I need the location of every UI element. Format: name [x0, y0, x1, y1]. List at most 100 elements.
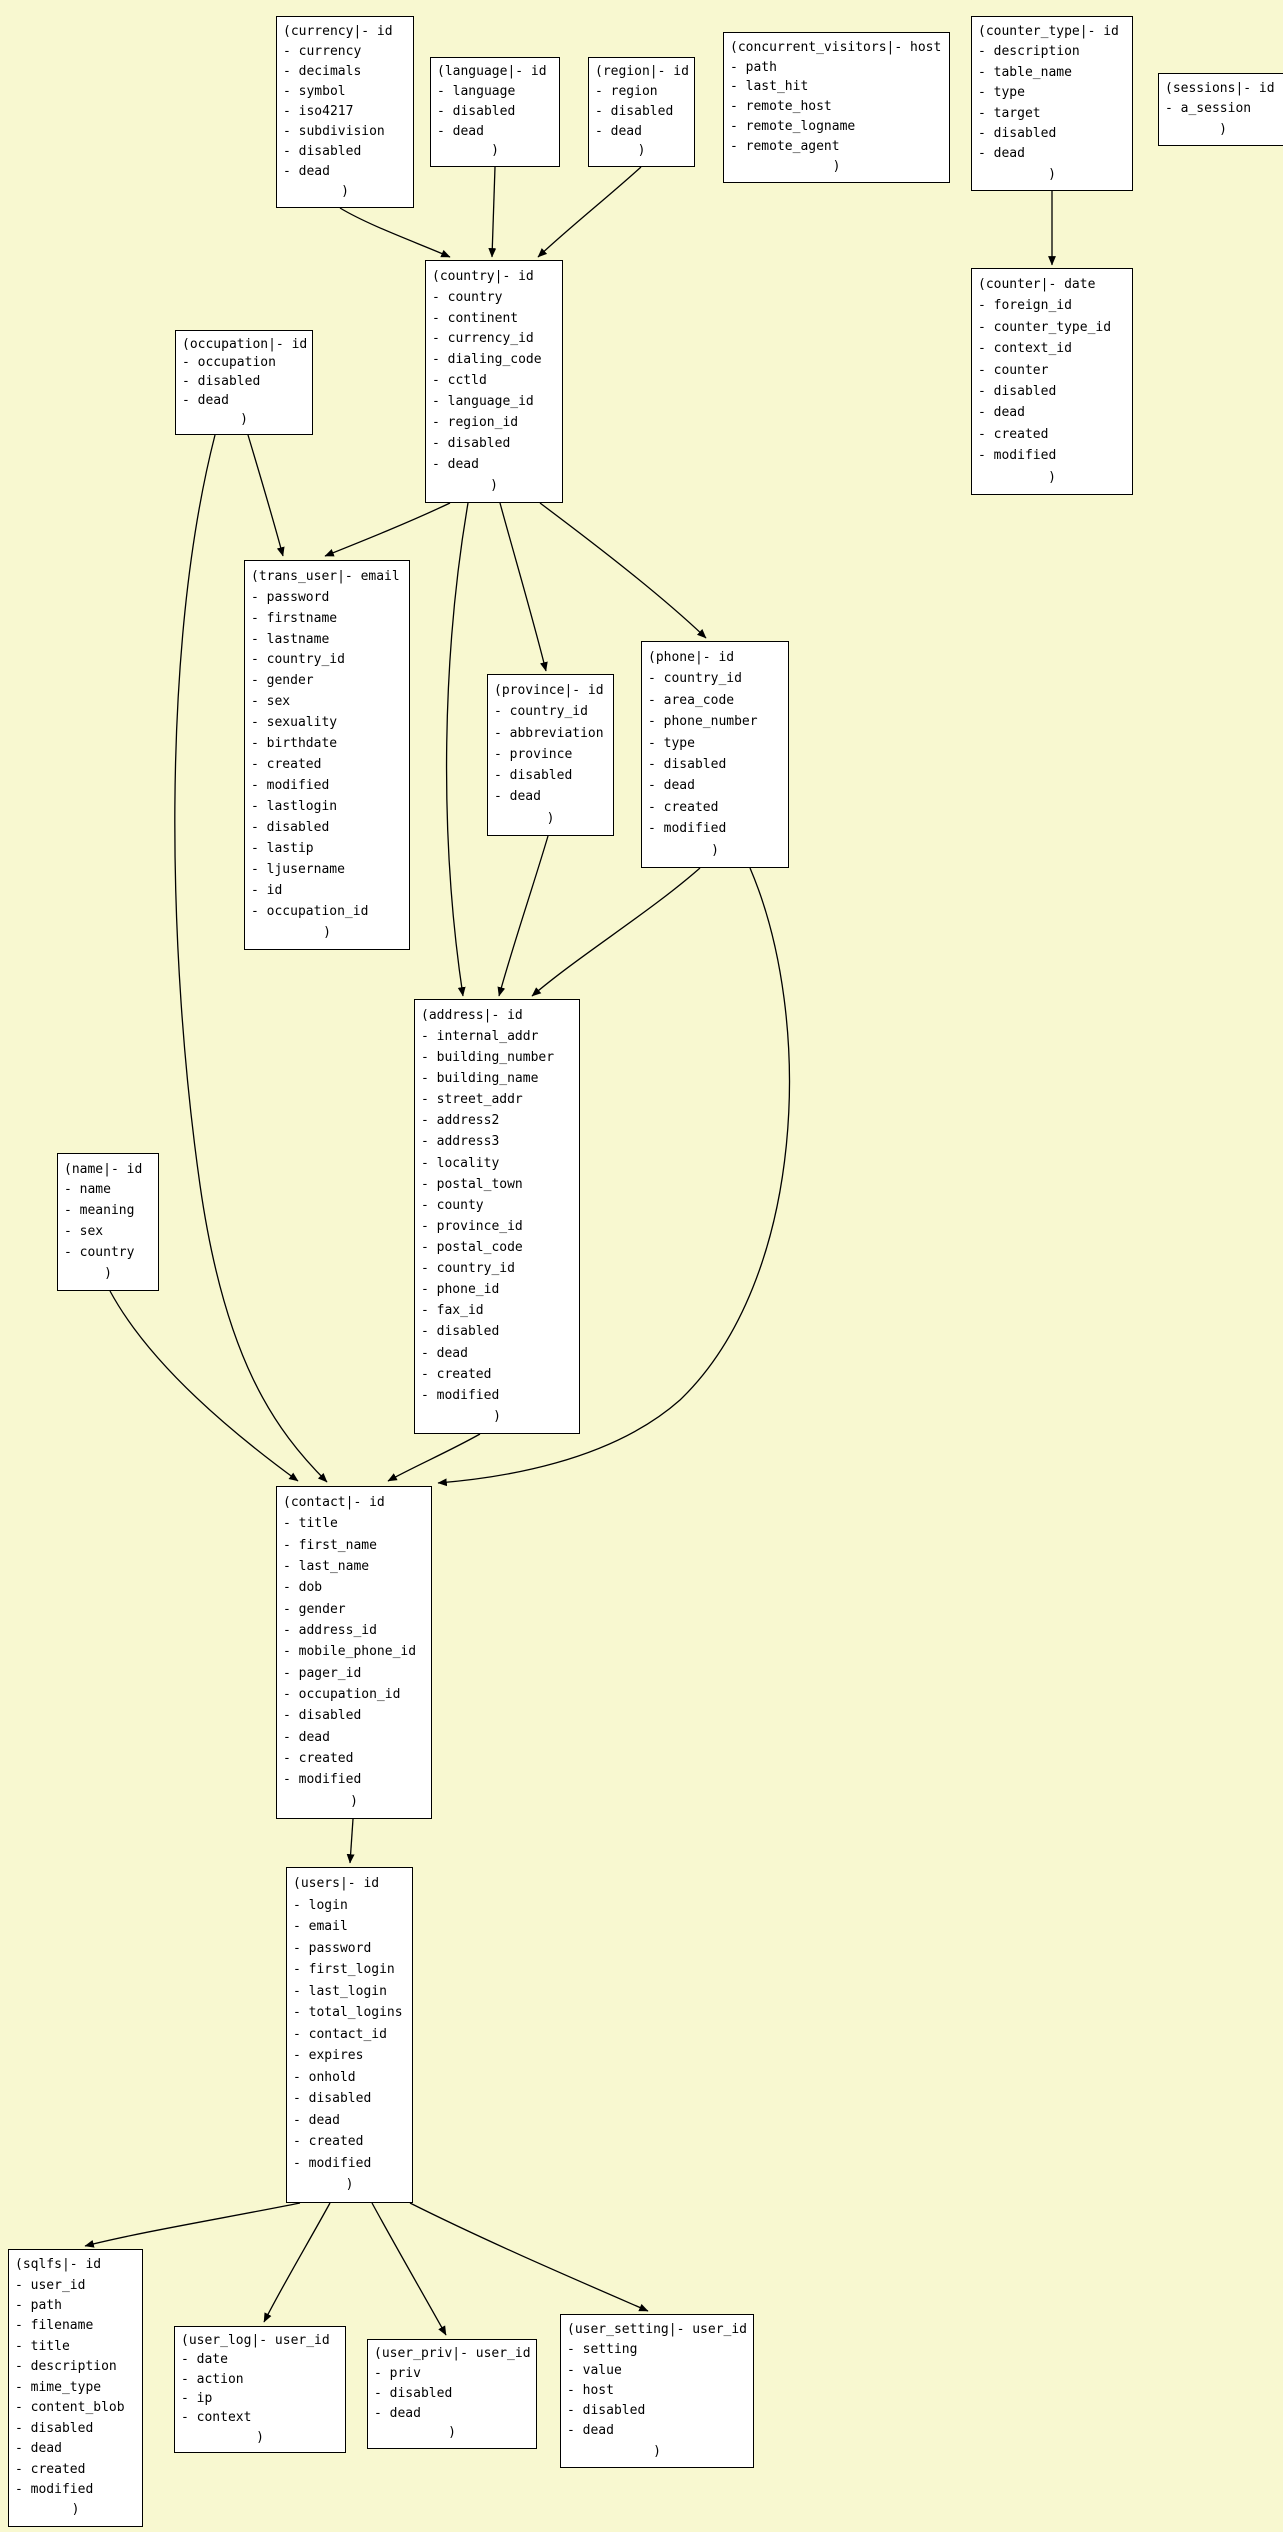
- table-close: ): [240, 412, 248, 428]
- table-field: - modified: [648, 821, 727, 837]
- table-field: - email: [293, 1919, 348, 1935]
- table-field: - target: [978, 105, 1041, 121]
- table-field: - country_id: [648, 671, 742, 687]
- edge-country-to-phone: [539, 502, 707, 639]
- table-close: ): [1048, 166, 1056, 182]
- table-field: - context_id: [978, 341, 1072, 357]
- table-header: (phone|- id: [648, 650, 735, 666]
- table-field: - disabled: [283, 1708, 362, 1724]
- table-field: - name: [64, 1182, 111, 1198]
- table-field: - dead: [648, 778, 695, 794]
- table-field: - disabled: [374, 2385, 453, 2401]
- table-close: ): [546, 810, 555, 826]
- table-field: - last_name: [283, 1559, 370, 1575]
- edge-phone-to-address: [531, 867, 701, 997]
- table-field: - description: [15, 2359, 117, 2375]
- table-field: - host: [567, 2382, 614, 2398]
- table-user_priv: (user_priv|- user_id- priv- disabled- de…: [367, 2339, 537, 2449]
- table-field: - type: [978, 85, 1025, 101]
- table-field: - dead: [595, 123, 642, 139]
- table-field: - country_id: [421, 1261, 515, 1277]
- table-field: - gender: [251, 673, 314, 689]
- table-occupation: (occupation|- id- occupation- disabled- …: [175, 330, 313, 435]
- table-field: - id: [251, 882, 283, 898]
- table-field: - disabled: [437, 103, 516, 119]
- table-field: - dead: [182, 393, 229, 409]
- table-field: - setting: [567, 2342, 638, 2358]
- table-field: - cctld: [432, 373, 487, 389]
- table-field: - title: [283, 1516, 338, 1532]
- table-field: - disabled: [421, 1324, 500, 1340]
- table-field: - subdivision: [283, 123, 385, 139]
- table-field: - address_id: [283, 1623, 377, 1638]
- table-field: - path: [15, 2298, 62, 2314]
- table-field: - disabled: [494, 768, 573, 784]
- table-field: - table_name: [978, 64, 1072, 80]
- table-user_setting: (user_setting|- user_id- setting- value-…: [560, 2314, 754, 2468]
- table-field: - disabled: [567, 2403, 646, 2419]
- table-field: - created: [251, 757, 322, 773]
- table-field: - created: [15, 2461, 86, 2477]
- table-field: - first_name: [283, 1537, 377, 1553]
- edge-users-to-user_priv: [371, 2202, 447, 2336]
- table-field: - birthdate: [251, 736, 338, 752]
- table-field: - path: [730, 59, 777, 75]
- table-field: - phone_id: [421, 1282, 500, 1298]
- table-field: - expires: [293, 2048, 364, 2064]
- table-field: - last_login: [293, 1983, 387, 1999]
- table-field: - modified: [978, 448, 1057, 464]
- table-contact: (contact|- id- title- first_name- last_n…: [276, 1486, 432, 1819]
- table-field: - created: [293, 2134, 364, 2150]
- table-field: - mobile_phone_id: [283, 1644, 417, 1660]
- table-close: ): [1219, 121, 1227, 137]
- edge-region-to-country: [537, 166, 642, 258]
- table-header: (concurrent_visitors|- host: [730, 39, 942, 55]
- table-field: - disabled: [648, 757, 727, 773]
- table-field: - dead: [293, 2112, 340, 2128]
- table-header: (user_priv|- user_id: [374, 2346, 531, 2362]
- table-field: - firstname: [251, 610, 338, 626]
- table-field: - user_id: [15, 2277, 86, 2293]
- table-field: - login: [293, 1897, 348, 1913]
- table-field: - disabled: [15, 2420, 94, 2436]
- table-region: (region|- id- region- disabled- dead): [588, 57, 695, 167]
- table-field: - occupation: [182, 355, 276, 371]
- table-field: - locality: [421, 1155, 500, 1171]
- table-header: (users|- id: [293, 1876, 380, 1892]
- table-field: - dead: [978, 146, 1025, 162]
- table-field: - modified: [293, 2155, 372, 2171]
- table-currency: (currency|- id- currency- decimals- symb…: [276, 16, 414, 208]
- table-field: - password: [251, 589, 330, 605]
- edge-phone-to-contact: [437, 867, 791, 1487]
- table-field: - disabled: [283, 143, 362, 159]
- table-users: (users|- id- login- email- password- fir…: [286, 1867, 413, 2203]
- table-field: - dead: [978, 405, 1025, 421]
- table-header: (country|- id: [432, 268, 534, 284]
- table-field: - continent: [432, 310, 519, 326]
- table-field: - context: [181, 2410, 252, 2426]
- table-field: - total_logins: [293, 2005, 403, 2021]
- table-close: ): [653, 2443, 661, 2459]
- table-field: - dead: [283, 1729, 330, 1745]
- edge-address-to-contact: [387, 1433, 481, 1482]
- table-header: (counter|- date: [978, 277, 1096, 293]
- table-counter_type: (counter_type|- id- description- table_n…: [971, 16, 1133, 191]
- table-header: (province|- id: [494, 682, 604, 698]
- table-header: (user_setting|- user_id: [567, 2321, 748, 2337]
- table-field: - occupation_id: [251, 903, 369, 919]
- table-field: - created: [283, 1750, 354, 1766]
- table-field: - province: [494, 746, 573, 762]
- table-field: - dead: [494, 789, 541, 805]
- table-field: - disabled: [293, 2091, 372, 2107]
- table-close: ): [345, 2177, 354, 2193]
- table-address: (address|- id- internal_addr- building_n…: [414, 999, 580, 1434]
- table-close: ): [832, 159, 841, 175]
- table-field: - modified: [251, 778, 330, 794]
- table-close: ): [104, 1266, 112, 1282]
- table-field: - priv: [374, 2366, 421, 2382]
- table-field: - mime_type: [15, 2379, 102, 2395]
- table-field: - street_addr: [421, 1092, 523, 1108]
- edge-country-to-province: [499, 502, 548, 672]
- table-field: - disabled: [978, 125, 1057, 141]
